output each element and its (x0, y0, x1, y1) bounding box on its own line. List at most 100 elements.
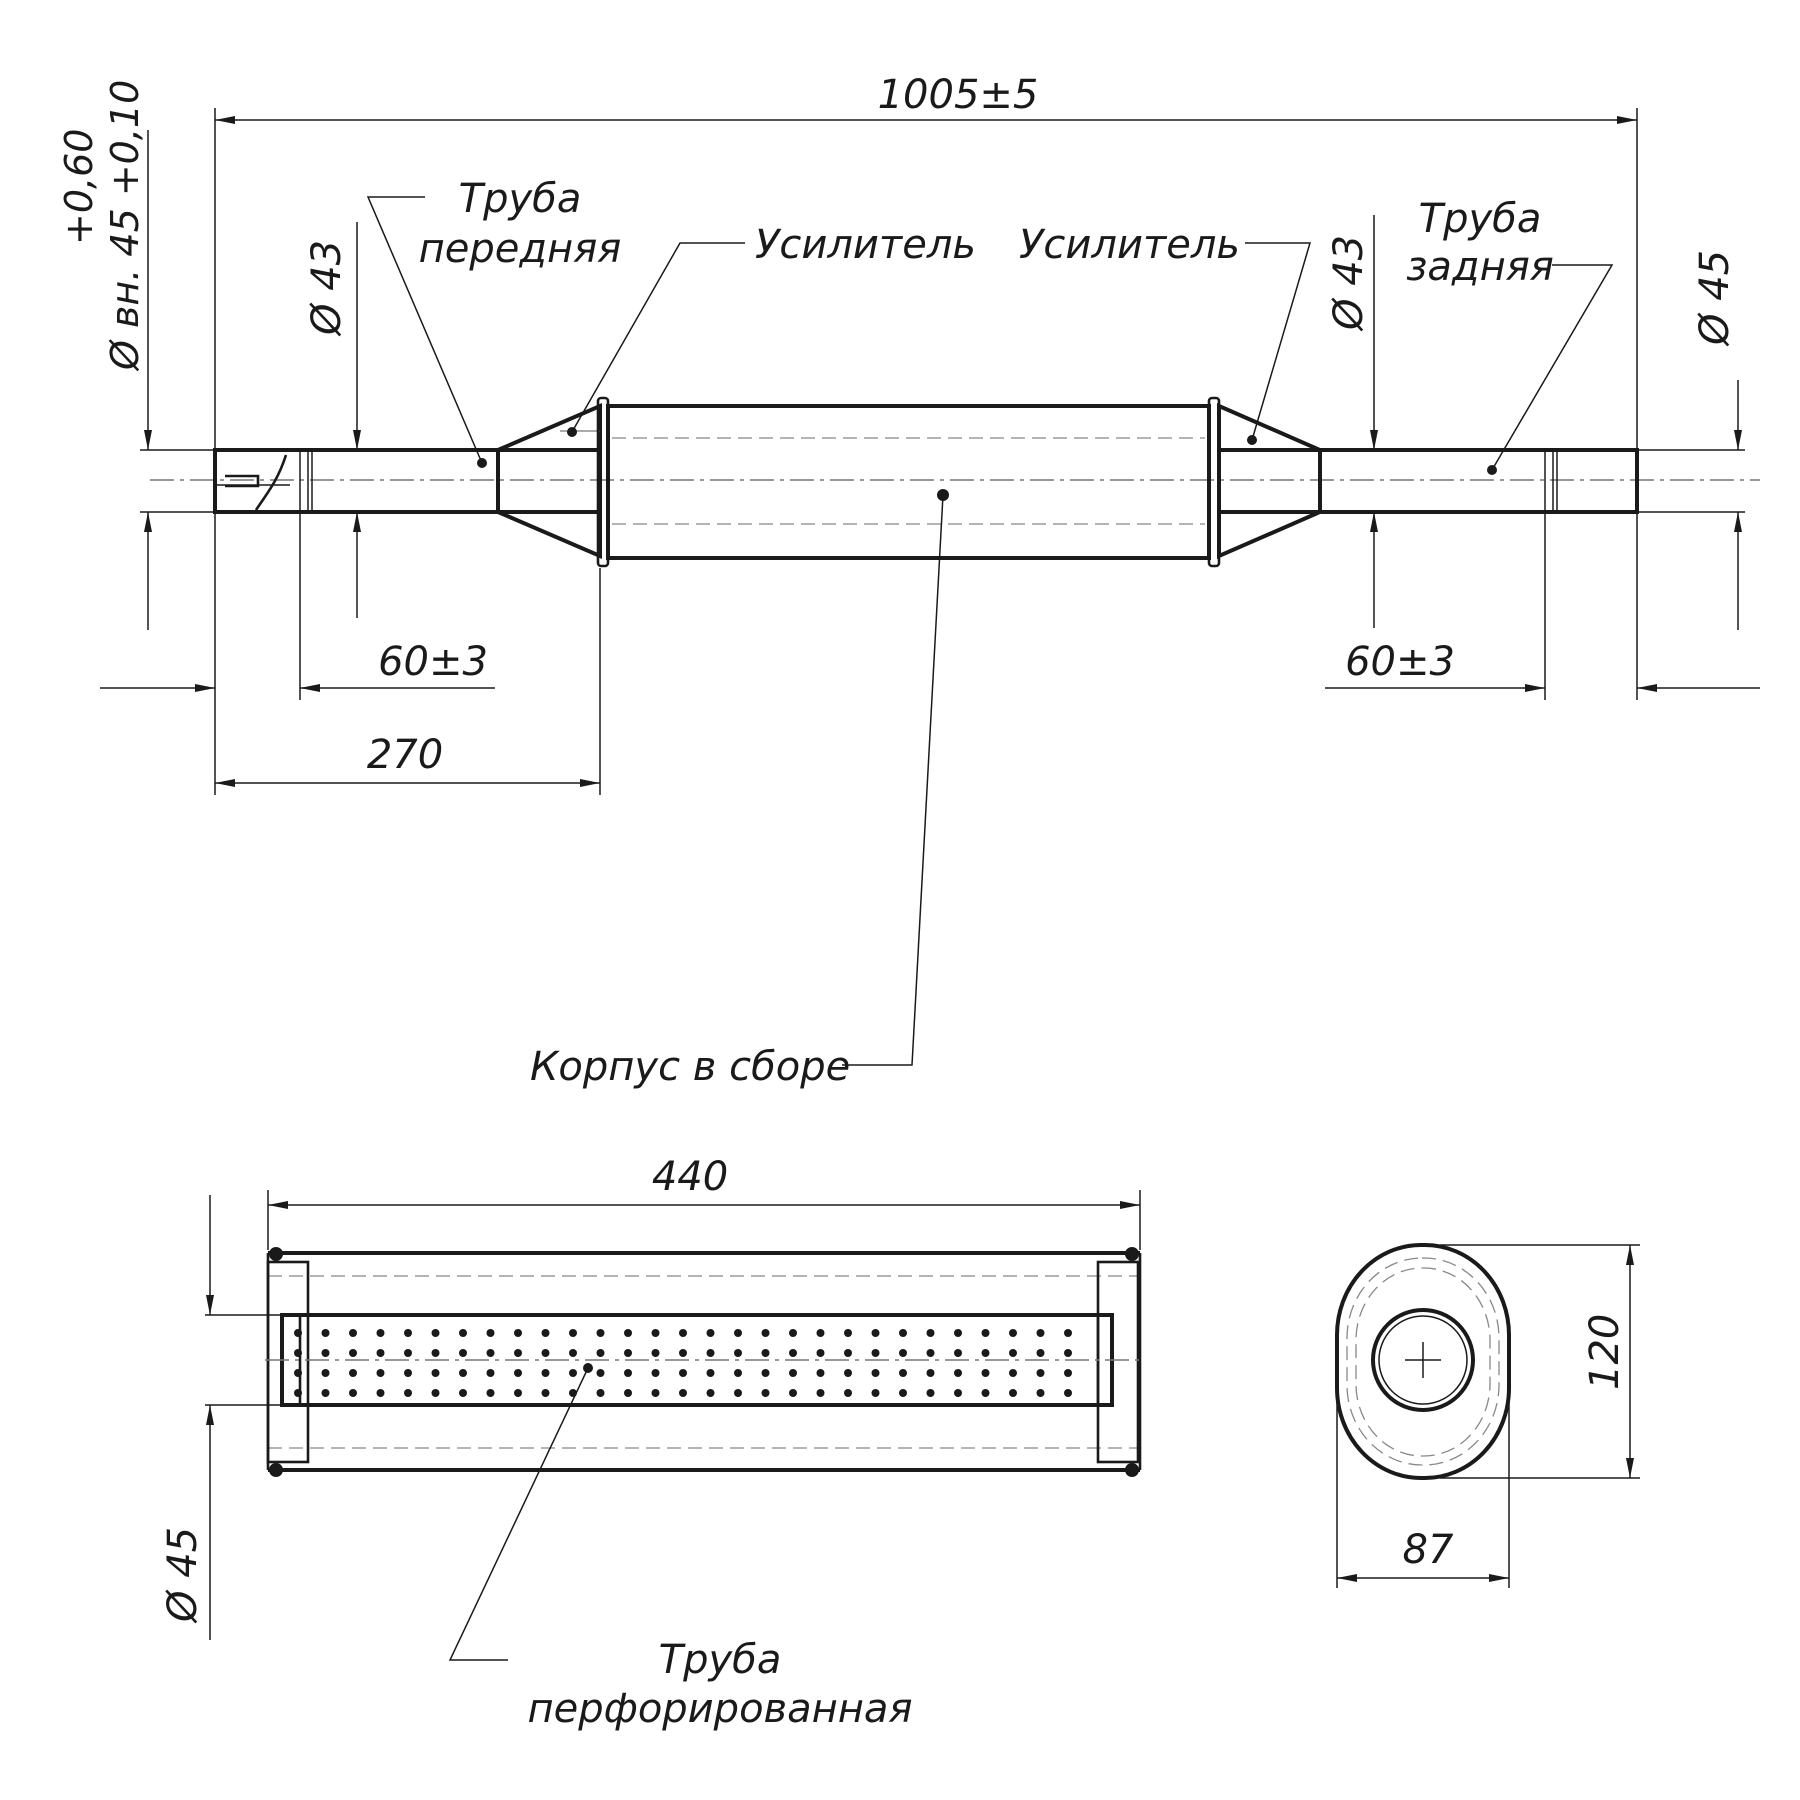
perforation-hole (294, 1329, 302, 1337)
dim-front-length: 270 (214, 514, 601, 795)
perforation-hole (431, 1369, 440, 1377)
front-diameter-label: Ø 43 (304, 240, 350, 337)
perforation-hole (761, 1369, 770, 1377)
perforation-hole (816, 1349, 825, 1357)
end-width-label: 87 (1403, 1527, 1454, 1573)
perforation-hole (926, 1389, 935, 1397)
perf-pipe-label-1: Труба (659, 1637, 782, 1683)
front-pipe-label-2: передняя (419, 226, 622, 272)
perforation-hole (1009, 1349, 1017, 1357)
perforation-hole (871, 1329, 880, 1337)
perforation-hole (404, 1389, 412, 1397)
perforation-hole (706, 1329, 715, 1337)
perforation-hole (679, 1389, 687, 1397)
perforation-hole (596, 1369, 605, 1377)
perforation-hole (1064, 1349, 1072, 1357)
leader-body-assembly: Корпус в сборе (530, 489, 949, 1090)
perforation-hole (816, 1369, 825, 1377)
leader-perforated-pipe: Труба перфорированная (448, 1363, 913, 1732)
perforation-hole (349, 1349, 357, 1357)
perforation-hole (871, 1349, 880, 1357)
leader-rear-pipe: Труба задняя (1406, 196, 1614, 475)
perforation-hole (789, 1349, 797, 1357)
perforation-hole (459, 1369, 467, 1377)
dim-perf-pipe-diameter: Ø 45 (160, 1195, 214, 1640)
perforation-hole (431, 1329, 440, 1337)
perforation-hole (651, 1389, 660, 1397)
perforation-hole (459, 1329, 467, 1337)
rear-pipe-label-2: задняя (1406, 244, 1554, 290)
perforation-hole (376, 1369, 385, 1377)
perforation-hole (651, 1369, 660, 1377)
rear-overlap-label: 60±3 (1345, 639, 1455, 685)
perforation-hole (569, 1369, 577, 1377)
perforation-hole (624, 1349, 632, 1357)
perforation-hole (981, 1389, 990, 1397)
rear-diameter-label: Ø 43 (1326, 235, 1372, 332)
perforation-hole (981, 1349, 990, 1357)
perforation-hole (404, 1329, 412, 1337)
perforation-hole (844, 1349, 852, 1357)
section-view: 440 Ø 45 Труба перфорированная (160, 1154, 1145, 1732)
perforation-hole (981, 1369, 990, 1377)
perforation-hole (761, 1389, 770, 1397)
front-overlap-label: 60±3 (378, 639, 488, 685)
perforation-hole (679, 1349, 687, 1357)
perforation-hole (486, 1349, 495, 1357)
perforation-hole (816, 1329, 825, 1337)
perforation-hole (514, 1349, 522, 1357)
end-view: 120 87 (1335, 1243, 1640, 1588)
perforation-hole (734, 1389, 742, 1397)
perforation-hole (431, 1389, 440, 1397)
perforation-hole (596, 1349, 605, 1357)
perforation-hole (624, 1369, 632, 1377)
perf-pipe-diameter-label: Ø 45 (160, 1527, 206, 1624)
perforation-hole (1036, 1389, 1045, 1397)
perforation-hole (596, 1329, 605, 1337)
perforation-hole (954, 1369, 962, 1377)
dim-section-length: 440 (267, 1154, 1141, 1250)
perforation-hole (624, 1389, 632, 1397)
perforation-hole (541, 1389, 550, 1397)
perforation-hole (954, 1389, 962, 1397)
perforation-hole (899, 1349, 907, 1357)
leader-reinforcer-right: Усилитель (1019, 222, 1312, 445)
perforation-hole (486, 1389, 495, 1397)
perforation-hole (569, 1329, 577, 1337)
perforation-hole (899, 1329, 907, 1337)
perforation-hole (954, 1349, 962, 1357)
perforation-hole (761, 1349, 770, 1357)
perforation-hole (541, 1349, 550, 1357)
perforation-hole (816, 1389, 825, 1397)
perforation-holes (294, 1329, 1072, 1397)
perforation-hole (844, 1369, 852, 1377)
perforation-hole (789, 1369, 797, 1377)
perforation-hole (706, 1349, 715, 1357)
dim-outlet-diameter: Ø 45 (1639, 250, 1745, 630)
perforation-hole (596, 1389, 605, 1397)
dim-overall-length: 1005±5 (214, 72, 1638, 448)
perforation-hole (404, 1369, 412, 1377)
assembly-view: 1005±5 Ø вн. 45 +0,10 +0,60 Ø 43 Ø 43 (57, 72, 1760, 1090)
perforation-hole (514, 1329, 522, 1337)
dim-inner-diameter: Ø вн. 45 +0,10 +0,60 (57, 80, 213, 630)
front-length-label: 270 (367, 732, 443, 778)
front-pipe (213, 448, 602, 514)
perforation-hole (1064, 1329, 1072, 1337)
perforation-hole (376, 1349, 385, 1357)
dim-front-overlap: 60±3 (100, 514, 495, 700)
perforation-hole (321, 1349, 330, 1357)
perforation-hole (376, 1389, 385, 1397)
rear-pipe (1217, 448, 1639, 514)
perforation-hole (679, 1329, 687, 1337)
reinforcer-right-label: Усилитель (1019, 222, 1240, 268)
perforation-hole (541, 1329, 550, 1337)
rear-reinforcer (1217, 402, 1322, 560)
perforation-hole (1036, 1329, 1045, 1337)
perforation-hole (871, 1369, 880, 1377)
perforation-hole (899, 1369, 907, 1377)
perforation-hole (706, 1389, 715, 1397)
perforation-hole (376, 1329, 385, 1337)
